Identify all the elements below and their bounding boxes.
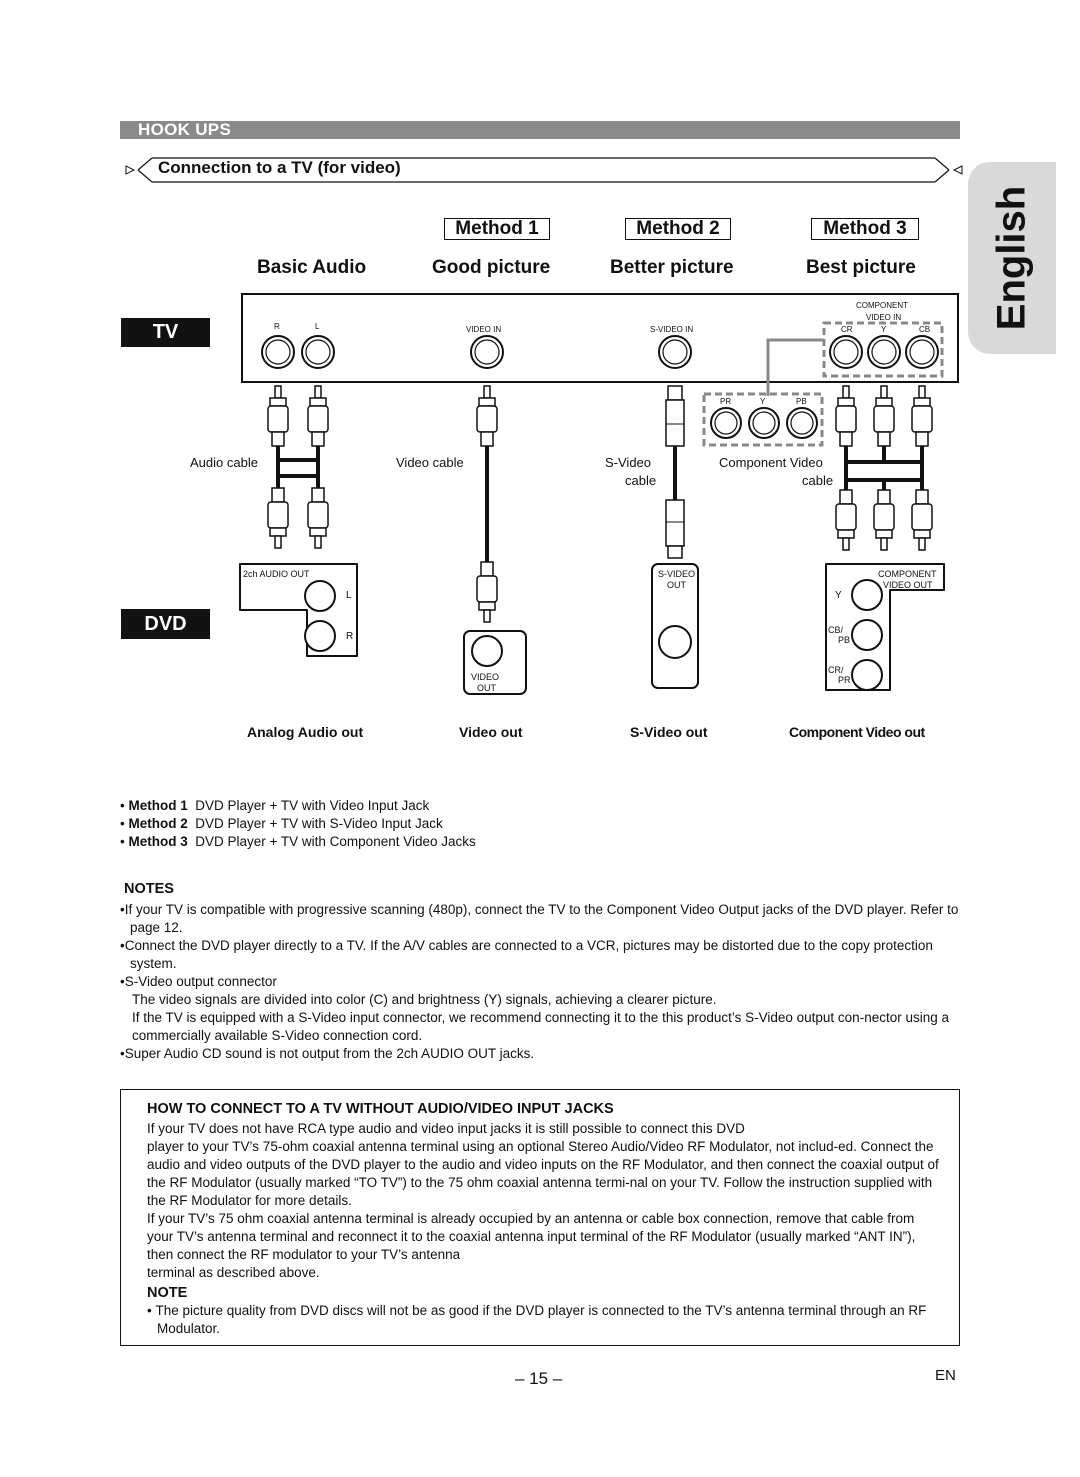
tv-cr-label: CR (841, 325, 853, 334)
language-tab: English (968, 162, 1056, 354)
tv-y-label: Y (881, 325, 887, 334)
dvd-component-cb-label: CB/ (828, 625, 844, 635)
adapter-pr-label: PR (720, 397, 732, 406)
dvd-video-out-label-2: OUT (477, 683, 496, 693)
note-detail: The video signals are divided into color… (132, 992, 717, 1007)
notes-heading: NOTES (124, 881, 174, 897)
rf-note: • The picture quality from DVD discs wil… (147, 1303, 927, 1336)
method-3-box: Method 3 (811, 218, 919, 240)
dvd-audio-out-label: 2ch AUDIO OUT (243, 569, 310, 579)
language-code: EN (935, 1367, 956, 1384)
audio-cable-label: Audio cable (190, 455, 258, 470)
output-label-video: Video out (459, 724, 523, 740)
dvd-video-out-label: VIDEO (471, 672, 500, 682)
adapter-pb-label: PB (796, 397, 807, 406)
list-item: • Method 2 DVD Player + TV with S-Video … (120, 816, 443, 831)
note-item: •If your TV is compatible with progressi… (120, 902, 959, 935)
tv-s-video-in-jack (658, 335, 692, 369)
output-label-analog-audio: Analog Audio out (247, 724, 364, 740)
tv-video-in-label: VIDEO IN (466, 325, 502, 334)
dvd-component-cr-label: CR/ (828, 665, 844, 675)
list-item: • Method 3 DVD Player + TV with Componen… (120, 834, 476, 849)
tv-jack-r-label: R (274, 322, 280, 331)
tv-video-in-jack (470, 335, 504, 369)
dvd-audio-r-label: R (346, 631, 354, 642)
dvd-component-out-label-2: VIDEO OUT (883, 580, 933, 590)
subsection-rule (125, 157, 963, 183)
output-label-s-video: S-Video out (630, 724, 708, 740)
rf-paragraph: terminal as described above. (147, 1265, 320, 1280)
video-cable-label: Video cable (396, 455, 464, 470)
method-2-quality: Better picture (610, 257, 734, 278)
language-tab-label: English (989, 185, 1034, 331)
tv-cb-label: CB (919, 325, 931, 334)
note-detail: If the TV is equipped with a S-Video inp… (132, 1010, 949, 1043)
basic-audio-label: Basic Audio (257, 257, 367, 278)
connection-diagram (239, 293, 959, 695)
rf-note-heading: NOTE (147, 1285, 188, 1301)
method-3-quality: Best picture (806, 257, 916, 278)
tv-component-label-2: VIDEO IN (866, 313, 902, 322)
method-2-box: Method 2 (625, 218, 731, 240)
rf-paragraph: If your TV’s 75 ohm coaxial antenna term… (147, 1211, 916, 1262)
tv-component-cb-jack (905, 335, 939, 369)
note-item: •Super Audio CD sound is not output from… (120, 1046, 535, 1061)
s-video-cable-label: S-Video (605, 455, 652, 470)
dvd-s-video-out-label: S-VIDEO (658, 569, 696, 579)
tv-component-cr-jack (829, 335, 863, 369)
dvd-component-out-label: COMPONENT (878, 569, 937, 579)
adapter-y-label: Y (760, 397, 766, 406)
dvd-component-pr-label: PR (838, 675, 851, 685)
tv-audio-r-jack (261, 335, 295, 369)
component-cable-label: Component Video (719, 455, 823, 470)
dvd-component-y-label: Y (835, 590, 842, 601)
tv-badge: TV (121, 318, 210, 347)
dvd-audio-l-label: L (346, 590, 352, 601)
note-item: •S-Video output connector (120, 974, 277, 989)
component-cable-label-2: cable (802, 473, 834, 488)
section-header: HOOK UPS (120, 120, 960, 139)
rf-paragraph: If your TV does not have RCA type audio … (147, 1121, 745, 1136)
method-list: • Method 1 DVD Player + TV with Video In… (120, 797, 476, 851)
dvd-component-pb-label: PB (838, 635, 851, 645)
rf-paragraph: player to your TV’s 75-ohm coaxial anten… (147, 1139, 939, 1208)
tv-audio-l-jack (301, 335, 335, 369)
rf-box-heading: HOW TO CONNECT TO A TV WITHOUT AUDIO/VID… (147, 1101, 614, 1117)
s-video-cable-label-2: cable (625, 473, 657, 488)
note-item: •Connect the DVD player directly to a TV… (120, 938, 933, 971)
section-title: HOOK UPS (138, 120, 232, 139)
notes-list: •If your TV is compatible with progressi… (120, 901, 965, 1063)
method-1-box: Method 1 (444, 218, 550, 240)
tv-component-label: COMPONENT (856, 301, 908, 310)
dvd-s-video-out-label-2: OUT (667, 580, 686, 590)
dvd-badge: DVD (121, 609, 210, 639)
rf-box-body: If your TV does not have RCA type audio … (147, 1120, 942, 1338)
method-1-quality: Good picture (432, 257, 551, 278)
tv-s-video-in-label: S-VIDEO IN (650, 325, 694, 334)
output-label-component: Component Video out (789, 724, 925, 740)
subsection-title: Connection to a TV (for video) (158, 158, 401, 177)
tv-jack-l-label: L (315, 322, 320, 331)
list-item: • Method 1 DVD Player + TV with Video In… (120, 798, 430, 813)
page-number: – 15 – (515, 1369, 563, 1388)
rf-modulator-box (120, 1089, 960, 1346)
tv-component-y-jack (867, 335, 901, 369)
